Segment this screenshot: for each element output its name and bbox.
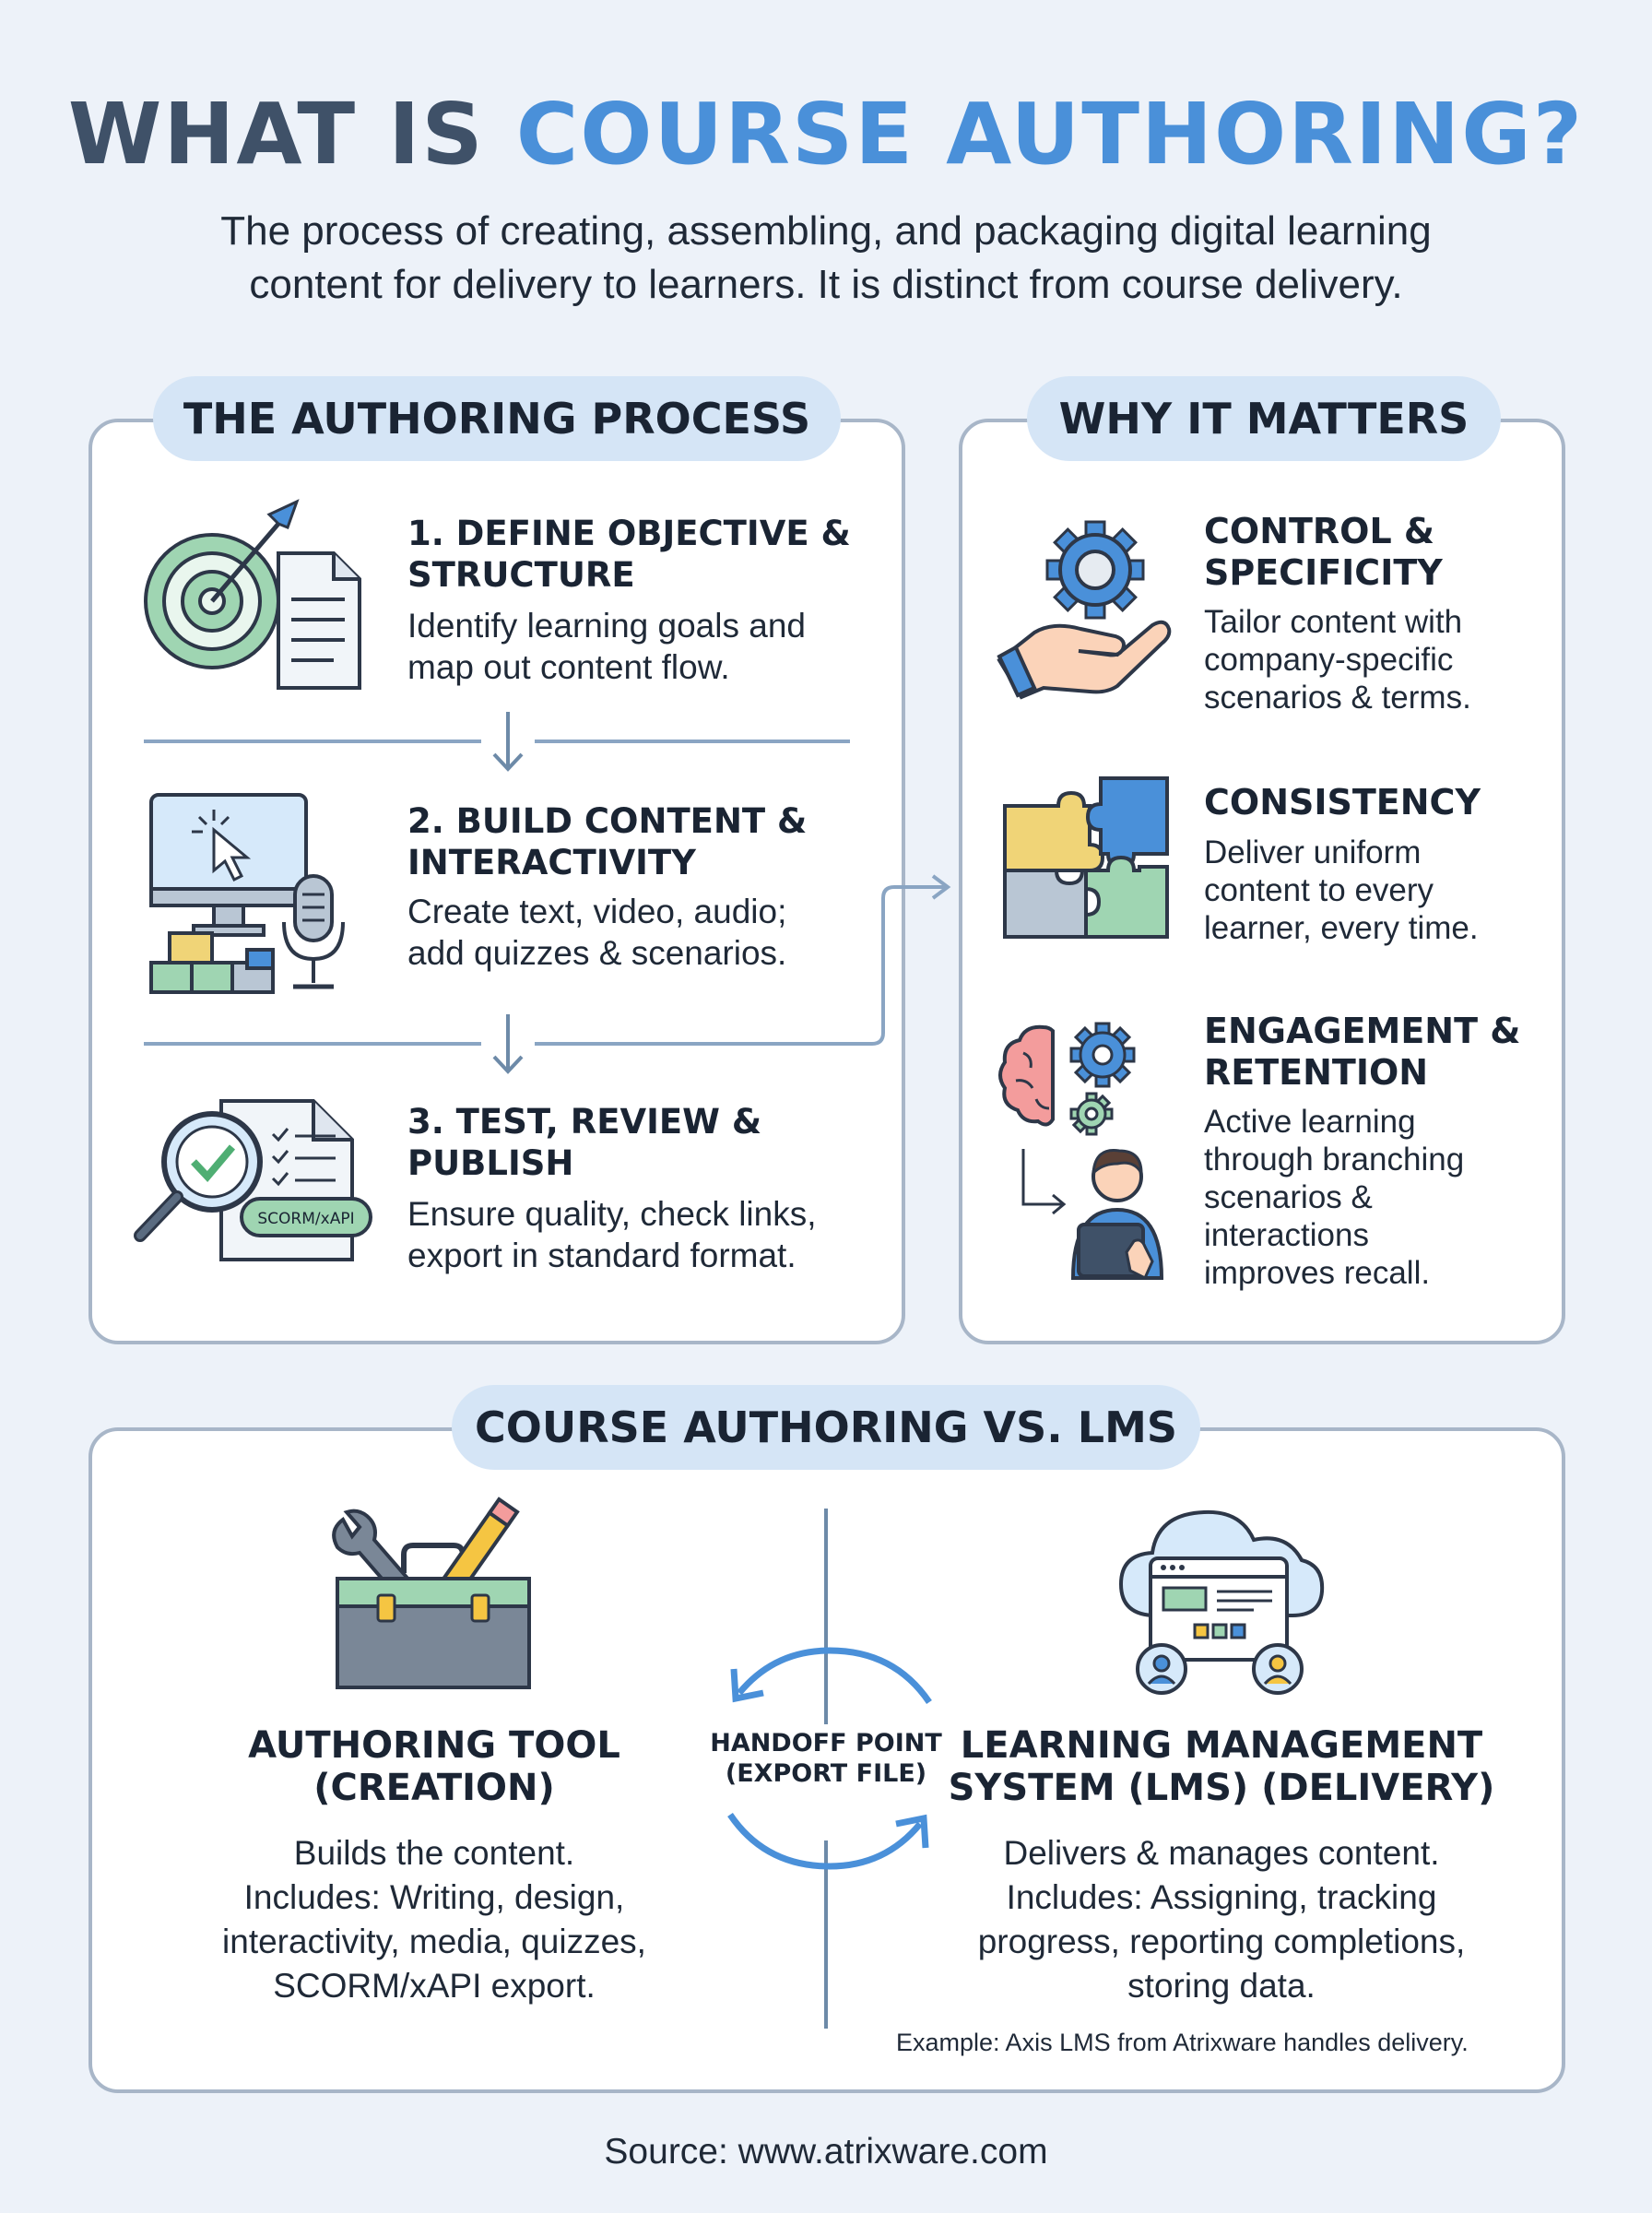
page-subtitle: The process of creating, assembling, and… <box>111 205 1541 312</box>
subtitle-line1: The process of creating, assembling, and… <box>220 208 1432 254</box>
step-1-title-line1: 1. DEFINE OBJECTIVE & <box>407 514 851 553</box>
why-2-title: CONSISTENCY <box>1204 782 1481 823</box>
authoring-tool-desc-line1: Builds the content. <box>293 1834 575 1872</box>
step-2-desc-line1: Create text, video, audio; <box>407 893 787 930</box>
why-3-desc-line4: interactions <box>1204 1217 1369 1253</box>
step-divider-1 <box>144 712 850 772</box>
authoring-tool-title-line2: (CREATION) <box>313 1767 555 1809</box>
lms-desc-line4: storing data. <box>1127 1967 1316 2005</box>
handoff-point-label: HANDOFF POINT (EXPORT FILE) <box>688 1728 964 1789</box>
why-1-description: Tailor content with company-specific sce… <box>1204 603 1471 716</box>
handoff-arrows-icon <box>727 1647 932 1870</box>
why-1-title-line1: CONTROL & <box>1204 511 1435 551</box>
title-part1: WHAT IS <box>67 85 516 183</box>
why-2-desc-line1: Deliver uniform <box>1204 834 1422 870</box>
magnifier-checklist-icon: SCORM/xAPI <box>134 1099 372 1261</box>
step-1-description: Identify learning goals and map out cont… <box>407 605 806 688</box>
authoring-tool-desc-line3: interactivity, media, quizzes, <box>222 1923 646 1960</box>
step-divider-2 <box>144 874 951 1074</box>
handoff-line1: HANDOFF POINT <box>710 1729 942 1757</box>
why-3-desc-line2: through branching <box>1204 1142 1465 1178</box>
monitor-microphone-icon <box>149 793 345 994</box>
why-2-desc-line2: content to every <box>1204 872 1434 908</box>
authoring-tool-title: AUTHORING TOOL (CREATION) <box>181 1724 688 1809</box>
why-2-title-line1: CONSISTENCY <box>1204 782 1481 822</box>
step-1-title: 1. DEFINE OBJECTIVE & STRUCTURE <box>407 513 851 596</box>
step-1-desc-line1: Identify learning goals and <box>407 607 806 645</box>
gear-hand-icon <box>997 520 1172 700</box>
authoring-tool-desc-line2: Includes: Writing, design, <box>243 1878 625 1916</box>
lms-desc-line2: Includes: Assigning, tracking <box>1006 1878 1437 1916</box>
why-2-desc-line3: learner, every time. <box>1204 910 1479 946</box>
handoff-line2: (EXPORT FILE) <box>725 1759 927 1788</box>
why-3-desc-line1: Active learning <box>1204 1104 1416 1140</box>
step-3-title-line1: 3. TEST, REVIEW & <box>407 1102 762 1142</box>
scorm-badge-text: SCORM/xAPI <box>257 1210 354 1228</box>
why-1-desc-line3: scenarios & terms. <box>1204 680 1471 716</box>
step-3-desc-line1: Ensure quality, check links, <box>407 1195 817 1233</box>
why-1-title-line2: SPECIFICITY <box>1204 552 1443 593</box>
step-3-title-line2: PUBLISH <box>407 1143 574 1183</box>
authoring-tool-desc-line4: SCORM/xAPI export. <box>273 1967 596 2005</box>
authoring-tool-description: Builds the content. Includes: Writing, d… <box>135 1831 734 2008</box>
why-1-desc-line2: company-specific <box>1204 642 1454 678</box>
cloud-dashboard-icon <box>1118 1509 1325 1695</box>
step-2-description: Create text, video, audio; add quizzes &… <box>407 891 786 974</box>
lms-title-line2: SYSTEM (LMS) (DELIVERY) <box>948 1767 1495 1809</box>
lms-desc-line1: Delivers & manages content. <box>1003 1834 1440 1872</box>
lms-title: LEARNING MANAGEMENT SYSTEM (LMS) (DELIVE… <box>931 1724 1512 1809</box>
comparison-divider <box>824 1509 828 2029</box>
step-3-title: 3. TEST, REVIEW & PUBLISH <box>407 1101 761 1184</box>
toolbox-icon <box>332 1497 531 1689</box>
why-3-title-line1: ENGAGEMENT & <box>1204 1011 1521 1051</box>
why-it-matters-heading: WHY IT MATTERS <box>1027 376 1501 461</box>
why-1-title: CONTROL & SPECIFICITY <box>1204 511 1443 594</box>
authoring-tool-title-line1: AUTHORING TOOL <box>248 1724 620 1767</box>
why-3-desc-line5: improves recall. <box>1204 1255 1431 1291</box>
lms-example-note: Example: Axis LMS from Atrixware handles… <box>896 2029 1469 2056</box>
step-2-desc-line2: add quizzes & scenarios. <box>407 934 787 972</box>
why-3-title-line2: RETENTION <box>1204 1052 1429 1093</box>
target-document-icon <box>144 499 361 690</box>
title-part2: COURSE AUTHORING? <box>515 85 1585 183</box>
authoring-process-heading: THE AUTHORING PROCESS <box>153 376 841 461</box>
why-3-desc-line3: scenarios & <box>1204 1179 1373 1215</box>
step-2-title-line1: 2. BUILD CONTENT & <box>407 801 808 841</box>
why-3-description: Active learning through branching scenar… <box>1204 1103 1464 1292</box>
lms-description: Delivers & manages content. Includes: As… <box>922 1831 1521 2008</box>
page-title: WHAT IS COURSE AUTHORING? <box>0 85 1652 183</box>
brain-learner-icon <box>998 1022 1164 1281</box>
step-2-title: 2. BUILD CONTENT & INTERACTIVITY <box>407 800 807 883</box>
why-2-description: Deliver uniform content to every learner… <box>1204 834 1479 947</box>
step-3-description: Ensure quality, check links, export in s… <box>407 1193 817 1276</box>
comparison-heading: COURSE AUTHORING VS. LMS <box>452 1385 1200 1470</box>
lms-title-line1: LEARNING MANAGEMENT <box>960 1724 1483 1767</box>
lms-desc-line3: progress, reporting completions, <box>977 1923 1466 1960</box>
step-1-title-line2: STRUCTURE <box>407 555 635 595</box>
source-credit: Source: www.atrixware.com <box>604 2132 1048 2172</box>
step-3-desc-line2: export in standard format. <box>407 1237 796 1274</box>
why-1-desc-line1: Tailor content with <box>1204 604 1463 640</box>
subtitle-line2: content for delivery to learners. It is … <box>249 262 1403 307</box>
why-3-title: ENGAGEMENT & RETENTION <box>1204 1011 1520 1094</box>
step-2-title-line2: INTERACTIVITY <box>407 843 696 882</box>
puzzle-icon <box>1003 776 1169 939</box>
step-1-desc-line2: map out content flow. <box>407 648 730 686</box>
